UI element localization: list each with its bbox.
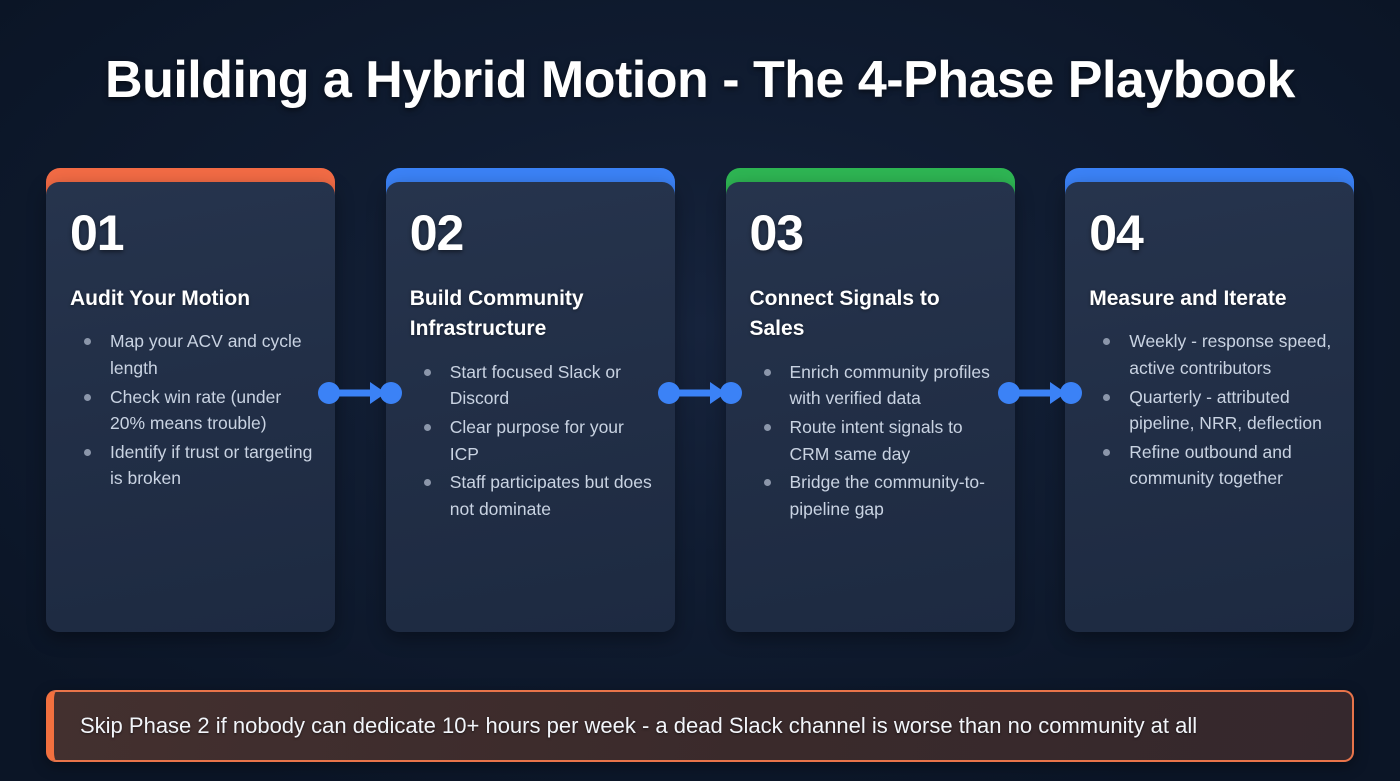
bullet-dot-icon [763,368,771,376]
card-bullet-list-01: Map your ACV and cycle length Check win … [70,328,313,492]
bullet-dot-icon [423,368,431,376]
list-item-text: Refine outbound and community together [1129,441,1292,489]
bullet-dot-icon [423,479,431,487]
list-item-text: Enrich community profiles with verified … [789,361,990,409]
list-item: Refine outbound and community together [1089,439,1332,492]
connector-03-to-04 [998,380,1082,406]
card-bullet-list-02: Start focused Slack or Discord Clear pur… [410,359,653,523]
card-number-04: 04 [1089,205,1144,261]
bullet-dot-icon [763,479,771,487]
phase-cards-row: 01 Audit Your Motion Map your ACV and cy… [46,168,1355,632]
bullet-dot-icon [1103,338,1111,346]
card-number-01: 01 [70,205,125,261]
card-body-01: 01 Audit Your Motion Map your ACV and cy… [46,182,335,632]
card-heading-03: Connect Signals to Sales [749,287,940,341]
card-heading-02: Build Community Infrastructure [409,287,584,341]
card-heading-04: Measure and Iterate [1089,287,1287,310]
list-item: Route intent signals to CRM same day [750,414,993,467]
list-item: Quarterly - attributed pipeline, NRR, de… [1089,384,1332,437]
list-item: Identify if trust or targeting is broken [70,439,313,492]
card-bullet-list-04: Weekly - response speed, active contribu… [1089,328,1332,492]
list-item: Enrich community profiles with verified … [750,359,993,412]
bullet-dot-icon [1103,448,1111,456]
card-heading-01: Audit Your Motion [70,287,251,310]
callout-banner: Skip Phase 2 if nobody can dedicate 10+ … [46,690,1354,762]
list-item-text: Route intent signals to CRM same day [789,417,963,464]
card-body-04: 04 Measure and Iterate Weekly - response… [1065,182,1355,632]
card-number-03: 03 [749,205,805,261]
list-item: Staff participates but does not dominate [410,469,653,522]
bullet-dot-icon [423,424,431,432]
arrow-right-icon [1016,389,1064,397]
list-item-text: Clear purpose for your ICP [449,417,624,464]
arrow-right-icon [676,389,724,397]
connector-dot-icon [658,382,680,404]
connector-dot-icon [318,382,340,404]
card-bullet-list-03: Enrich community profiles with verified … [750,359,993,523]
card-body-03: 03 Connect Signals to Sales Enrich commu… [725,182,1015,632]
connector-dot-icon [998,382,1020,404]
list-item-text: Start focused Slack or Discord [449,361,621,409]
list-item-text: Identify if trust or targeting is broken [110,441,313,489]
list-item-text: Staff participates but does not dominate [449,472,652,519]
card-body-02: 02 Build Community Infrastructure Start … [385,182,675,632]
list-item: Start focused Slack or Discord [410,359,653,412]
list-item: Map your ACV and cycle length [70,328,313,381]
bullet-dot-icon [84,448,91,456]
list-item: Clear purpose for your ICP [410,414,653,467]
connector-dot-icon [720,382,742,404]
bullet-dot-icon [1103,393,1111,401]
list-item-text: Bridge the community-to-pipeline gap [789,472,986,519]
list-item-text: Weekly - response speed, active contribu… [1129,331,1332,379]
bullet-dot-icon [84,338,91,346]
list-item: Check win rate (under 20% means trouble) [70,384,313,437]
connector-02-to-03 [658,380,742,406]
connector-dot-icon [1060,382,1082,404]
bullet-dot-icon [763,424,771,432]
card-number-02: 02 [409,205,465,261]
list-item-text: Quarterly - attributed pipeline, NRR, de… [1129,386,1322,434]
connector-01-to-02 [318,380,402,406]
phase-card-01[interactable]: 01 Audit Your Motion Map your ACV and cy… [46,168,335,632]
page-title: Building a Hybrid Motion - The 4-Phase P… [105,51,1295,109]
bullet-dot-icon [84,393,91,401]
list-item-text: Map your ACV and cycle length [110,331,302,379]
list-item: Bridge the community-to-pipeline gap [750,469,993,522]
phase-card-02[interactable]: 02 Build Community Infrastructure Start … [385,168,675,632]
phase-card-03[interactable]: 03 Connect Signals to Sales Enrich commu… [725,168,1015,632]
arrow-right-icon [336,389,384,397]
callout-text: Skip Phase 2 if nobody can dedicate 10+ … [80,712,1198,738]
phase-card-04[interactable]: 04 Measure and Iterate Weekly - response… [1065,168,1355,632]
list-item: Weekly - response speed, active contribu… [1089,328,1332,381]
connector-dot-icon [380,382,402,404]
list-item-text: Check win rate (under 20% means trouble) [110,386,282,434]
